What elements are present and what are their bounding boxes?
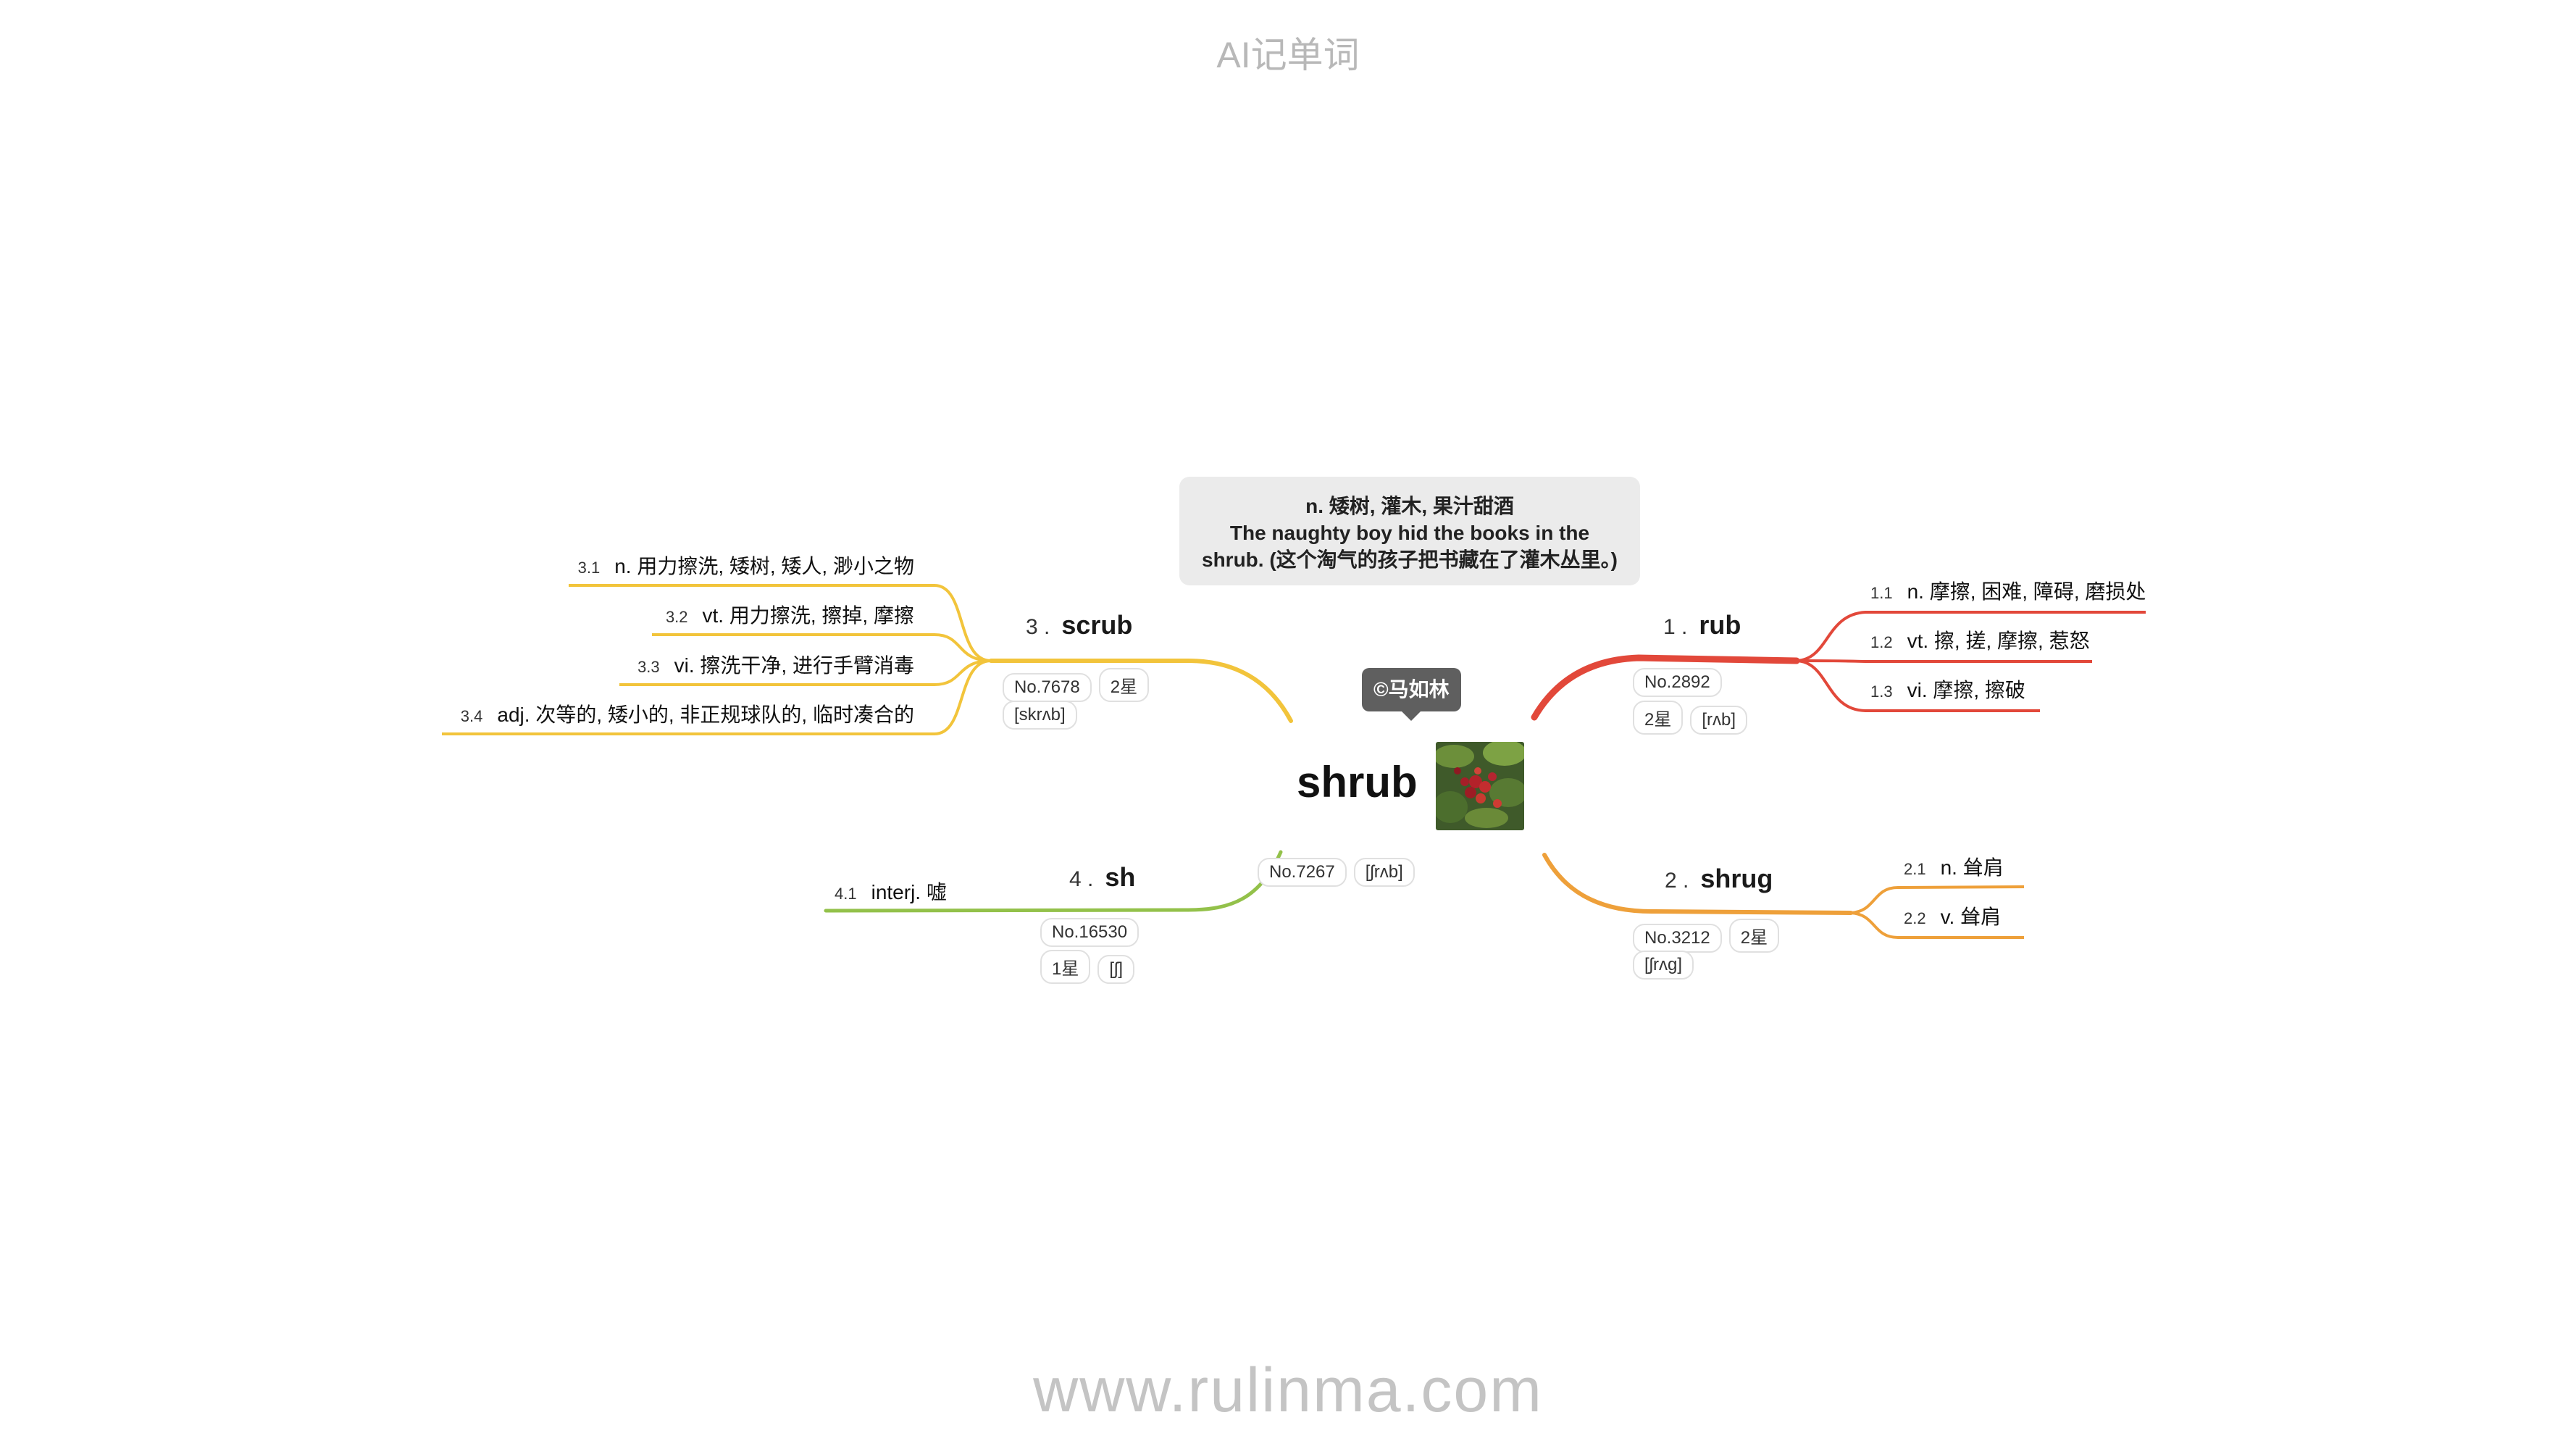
sub-index: 2.1 [1904,860,1926,878]
branch-topic-scrub[interactable]: 3 . scrub [1026,610,1132,640]
sub-index: 1.2 [1870,633,1893,651]
connector-sub-3-2 [652,633,992,662]
branch-word: shrug [1700,864,1773,893]
tag-phonetic: [rʌb] [1690,706,1748,735]
connector-sub-3-4 [442,659,992,735]
sub-text: n. 摩擦, 困难, 障碍, 磨损处 [1907,580,2146,603]
sub-topic-2-2[interactable]: 2.2 v. 耸肩 [1904,901,2001,930]
connector-branch-2 [1542,853,1853,915]
sub-index: 3.1 [577,559,601,577]
sub-text: vi. 擦洗干净, 进行手臂消毒 [674,654,914,677]
tag-star-rating: 2星 [1633,701,1684,735]
branch-topic-sh[interactable]: 4 . sh [1069,862,1135,893]
sub-text: interj. 嘘 [871,881,947,903]
connector-branch-1 [1531,654,1800,721]
credit-badge: ©马如林 [1362,668,1461,711]
footer-url: www.rulinma.com [1033,1356,1543,1425]
page-title: AI记单词 [1216,35,1360,75]
definition-callout: n. 矮树, 灌木, 果汁甜酒 The naughty boy hid the … [1179,477,1640,585]
sub-topic-1-1[interactable]: 1.1 n. 摩擦, 困难, 障碍, 磨损处 [1870,576,2146,605]
sub-text: n. 耸肩 [1940,856,2004,879]
sub-topic-3-2[interactable]: 3.2 vt. 用力擦洗, 擦掉, 摩擦 [666,600,914,629]
berry-bush-photo-icon [1436,742,1524,830]
connector-sub-2-1 [1850,885,2025,914]
connector-sub-3-1 [569,584,992,662]
branch-word: scrub [1061,610,1133,640]
branch-1-tags-row-2: 2星[rʌb] [1633,701,1748,735]
sub-topic-1-3[interactable]: 1.3 vi. 摩擦, 擦破 [1870,675,2025,703]
connector-branch-3 [989,659,1293,723]
callout-example-line-1: The naughty boy hid the books in the [1229,522,1590,544]
sub-text: v. 耸肩 [1940,906,2002,928]
tag-word-number: No.7678 [1003,673,1092,702]
branch-number: 1 . [1663,615,1688,639]
branch-number: 4 . [1069,867,1094,891]
branch-word: rub [1699,610,1741,640]
sub-topic-3-4[interactable]: 3.4 adj. 次等的, 矮小的, 非正规球队的, 临时凑合的 [461,699,914,728]
callout-definition: n. 矮树, 灌木, 果汁甜酒 [1305,495,1514,517]
sub-index: 4.1 [835,885,857,903]
branch-4-tags-row-2: 1星[ʃ] [1040,950,1135,984]
sub-topic-4-1[interactable]: 4.1 interj. 嘘 [835,877,947,906]
connector-sub-1-3 [1796,659,2040,712]
sub-topic-1-2[interactable]: 1.2 vt. 擦, 搓, 摩擦, 惹怒 [1870,625,2090,654]
tag-word-number: No.2892 [1633,668,1722,697]
credit-badge-pointer [1401,711,1421,721]
sub-topic-2-1[interactable]: 2.1 n. 耸肩 [1904,852,2004,881]
tag-word-number: No.3212 [1633,924,1722,953]
sub-index: 1.1 [1870,584,1893,602]
tag-word-number: No.7267 [1258,858,1347,887]
branch-4-tags-row-1: No.16530 [1040,918,1139,947]
sub-index: 3.4 [460,707,483,725]
sub-text: vi. 摩擦, 擦破 [1907,679,2025,701]
sub-text: vt. 用力擦洗, 擦掉, 摩擦 [702,604,914,627]
sub-text: n. 用力擦洗, 矮树, 矮人, 渺小之物 [614,555,914,577]
branch-2-tags-row-2: [ʃrʌg] [1633,951,1694,980]
branch-topic-rub[interactable]: 1 . rub [1663,610,1741,640]
connector-sub-1-1 [1796,611,2146,662]
tag-star-rating: 2星 [1728,919,1780,953]
branch-topic-shrug[interactable]: 2 . shrug [1665,864,1773,894]
sub-index: 1.3 [1870,682,1893,701]
sub-index: 3.2 [665,608,688,626]
connector-sub-3-3 [619,659,992,686]
sub-index: 3.3 [637,658,660,676]
sub-text: vt. 擦, 搓, 摩擦, 惹怒 [1907,630,2090,652]
central-topic-word[interactable]: shrub [1297,758,1418,806]
tag-phonetic: [ʃ] [1097,955,1135,984]
branch-number: 3 . [1026,615,1050,639]
connector-sub-2-2 [1850,911,2024,939]
branch-3-tags-row-2: [skrʌb] [1003,701,1077,730]
tag-word-number: No.16530 [1040,918,1139,947]
sub-index: 2.2 [1904,909,1926,927]
tag-phonetic: [skrʌb] [1003,701,1077,730]
branch-word: sh [1105,862,1136,892]
callout-example-line-2: shrub. (这个淘气的孩子把书藏在了灌木丛里。) [1202,548,1618,571]
branch-1-tags-row-1: No.2892 [1633,668,1722,697]
tag-star-rating: 2星 [1098,668,1150,702]
sub-text: adj. 次等的, 矮小的, 非正规球队的, 临时凑合的 [497,703,914,726]
sub-topic-3-3[interactable]: 3.3 vi. 擦洗干净, 进行手臂消毒 [637,650,914,679]
tag-star-rating: 1星 [1040,950,1091,984]
branch-number: 2 . [1665,869,1689,893]
sub-topic-3-1[interactable]: 3.1 n. 用力擦洗, 矮树, 矮人, 渺小之物 [578,551,914,580]
tag-phonetic: [ʃrʌb] [1353,858,1415,887]
central-topic-tags: No.7267[ʃrʌb] [1258,858,1415,887]
tag-phonetic: [ʃrʌg] [1633,951,1694,980]
